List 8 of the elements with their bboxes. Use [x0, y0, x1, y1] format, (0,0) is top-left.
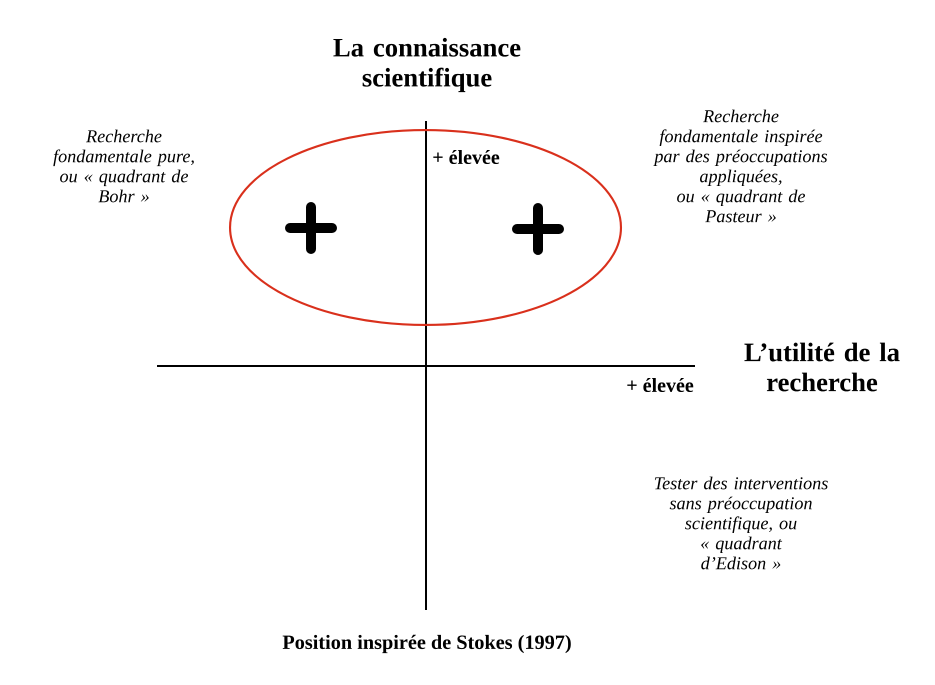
quadrant-description: Tester des interventions sans préoccupation scientifique, ou « quadrant d’Edison »: [654, 476, 828, 570]
axis-end-label: + élevée: [433, 150, 500, 164]
quadrant-description: Recherche fondamentale inspirée par des préoccupations appliquées, ou « quadrant de Pasteur »: [653, 110, 828, 222]
axis-end-label: + élevée: [627, 378, 694, 392]
axis-label: L’utilité de la recherche: [744, 342, 900, 392]
caption: Position inspirée de Stokes (1997): [282, 634, 571, 654]
axis-label: La connaissance scientifique: [333, 38, 520, 92]
quadrant-description: Recherche fondamentale pure, ou « quadrant de Bohr »: [53, 130, 194, 202]
